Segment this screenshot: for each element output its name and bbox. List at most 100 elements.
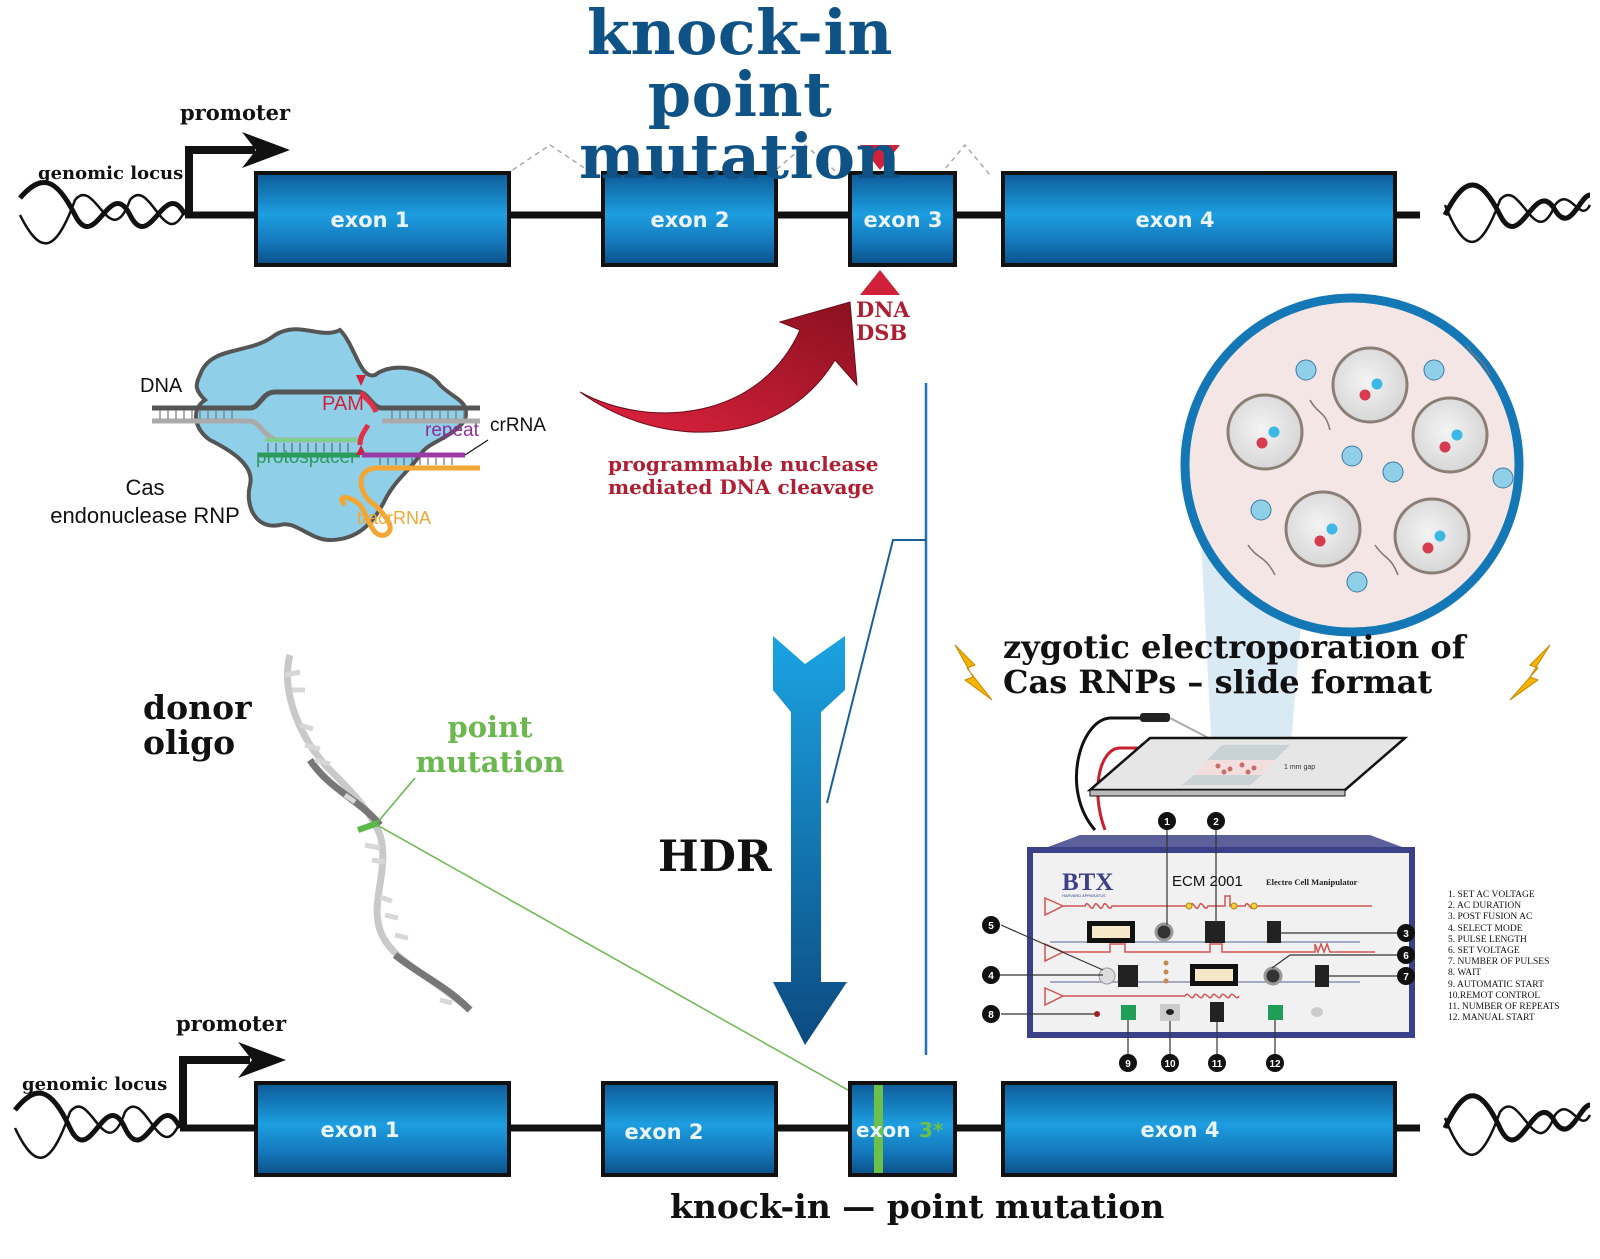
genomic-locus-label-bottom: genomic locus (22, 1074, 168, 1095)
svg-text:exon 2: exon 2 (624, 1120, 703, 1144)
electroporation-slide (1074, 713, 1409, 831)
legend-item: 9. AUTOMATIC START (1448, 979, 1544, 990)
dna-helix-right-icon (1442, 182, 1592, 244)
device-brand-sub: HARVARD APPARATUS (1062, 893, 1106, 898)
zygote-cell (1226, 393, 1304, 471)
gap-label: 1 mm gap (1284, 764, 1315, 771)
electroporation-title-line-1: zygotic electroporation of (1003, 628, 1466, 666)
legend-item: 12. MANUAL START (1448, 1013, 1535, 1024)
svg-text:exon 1: exon 1 (330, 208, 409, 232)
rnp-particles (1250, 359, 1514, 593)
ecm-2001-device: 1 2 3 4 5 6 7 8 9 10 11 12 BTX HARVARD A… (982, 764, 1415, 1072)
svg-text:exon 3: exon 3 (863, 208, 942, 232)
legend-item: 8. WAIT (1448, 968, 1482, 979)
title-line-2: point mutation (578, 58, 902, 193)
electroporation-title: zygotic electroporation of Cas RNPs – sl… (1003, 630, 1466, 700)
legend-item: 11. NUMBER OF REPEATS (1448, 1002, 1560, 1013)
exon-2: exon 2 (601, 171, 778, 267)
donor-label-line-2: oligo (143, 723, 236, 762)
dna-dsb-line-2: DSB (856, 320, 908, 345)
promoter-arrow-icon (185, 132, 290, 215)
hdr-label: HDR (658, 832, 772, 882)
donor-label-line-1: donor (143, 688, 252, 727)
callout-9: 9 (1125, 1059, 1131, 1070)
callout-5: 5 (988, 921, 994, 932)
promoter-label-bottom: promoter (176, 1011, 287, 1036)
dna-helix-right-icon (1442, 1093, 1592, 1156)
title-line-1: knock-in (587, 0, 893, 69)
zygote-cell (1331, 346, 1409, 424)
point-mutation-label: point mutation (410, 710, 570, 780)
point-mutation-band (874, 1085, 883, 1173)
protospacer-label: protospacer (256, 447, 357, 468)
repeat-label: repeat (425, 420, 479, 441)
exon-3-mutated: exon 3* (848, 1081, 957, 1177)
callout-10: 10 (1164, 1059, 1176, 1070)
promoter-arrow-icon (179, 1042, 286, 1128)
lightning-left-icon (954, 644, 993, 701)
exon-1-bottom: exon 1 (254, 1081, 511, 1177)
dna-dsb-line-1: DNA (856, 297, 910, 322)
donor-oligo-illustration (283, 654, 881, 1109)
cut-site-bottom-marker-icon (860, 270, 900, 295)
top-locus: exon 1 exon 2 exon 3 exon 4 (18, 132, 1592, 295)
callout-7: 7 (1403, 972, 1409, 983)
legend-item: 6. SET VOLTAGE (1448, 946, 1520, 957)
hdr-callout-line (826, 539, 926, 804)
cas-rnp-label-line-1: Cas (125, 475, 165, 500)
tracrrna-label: tracrRNA (357, 508, 432, 528)
cleavage-caption-line-2: mediated DNA cleavage (608, 475, 875, 499)
crrna-label: crRNA (490, 415, 546, 436)
callout-3: 3 (1403, 929, 1409, 940)
legend-item: 1. SET AC VOLTAGE (1448, 890, 1535, 900)
svg-text:exon 4: exon 4 (1140, 1118, 1219, 1142)
zygote-cell (1284, 490, 1362, 568)
callout-6: 6 (1403, 951, 1409, 962)
legend-item: 4. SELECT MODE (1448, 923, 1523, 934)
donor-oligo-label: donor oligo (143, 690, 251, 760)
cas-rnp-illustration (152, 327, 489, 543)
genomic-locus-label-top: genomic locus (38, 163, 184, 184)
bottom-locus: exon 1 exon 2 exon 3* exon 4 (13, 1042, 1592, 1177)
callout-1: 1 (1164, 817, 1170, 828)
dna-dsb-label: DNA DSB (856, 298, 910, 344)
legend-item: 10.REMOT CONTROL (1448, 990, 1541, 1001)
dna-helix-icon (18, 180, 188, 245)
zygote-cell (1411, 396, 1489, 474)
point-mutation-line-2: mutation (415, 745, 565, 779)
callout-2: 2 (1213, 817, 1219, 828)
rnp-dna-label: DNA (140, 375, 183, 397)
svg-text:exon 4: exon 4 (1135, 208, 1214, 232)
cut-site-top-marker-icon (860, 145, 900, 170)
dna-helix-icon (13, 1090, 183, 1159)
callout-11: 11 (1212, 1059, 1223, 1070)
point-mutation-marker (357, 820, 379, 833)
zygote-magnified-view (1180, 293, 1524, 755)
svg-text:exon: exon (856, 1118, 910, 1142)
cleavage-caption-line-1: programmable nuclease (608, 452, 879, 476)
cleavage-arrow-icon (579, 301, 858, 433)
point-mutation-line-1: point (447, 710, 533, 744)
splice-lines (504, 143, 991, 176)
device-model-desc: Electro Cell Manipulator (1266, 877, 1358, 887)
bottom-caption: knock-in — point mutation (670, 1187, 1165, 1226)
svg-text:exon 1: exon 1 (320, 1118, 399, 1142)
mutation-to-exon-line (376, 824, 881, 1109)
exon-3: exon 3 (848, 171, 957, 267)
cas-rnp-label: Cas endonuclease RNP (40, 474, 250, 530)
exon-4: exon 4 (1001, 171, 1397, 267)
promoter-label-top: promoter (180, 100, 291, 125)
callout-4: 4 (988, 971, 994, 982)
callout-12: 12 (1269, 1059, 1281, 1070)
legend-item: 3. POST FUSION AC (1448, 912, 1533, 923)
pam-label: PAM (322, 393, 364, 415)
exon-2-bottom: exon 2 (601, 1081, 778, 1177)
page-title: knock-in point mutation (480, 2, 1000, 188)
callout-8: 8 (988, 1010, 994, 1021)
device-legend: 1. SET AC VOLTAGE 2. AC DURATION 3. POST… (1448, 890, 1560, 1024)
electroporation-title-line-2: Cas RNPs – slide format (1003, 663, 1433, 701)
svg-text:exon 2: exon 2 (650, 208, 729, 232)
legend-item: 2. AC DURATION (1448, 901, 1522, 912)
device-model: ECM 2001 (1172, 873, 1243, 890)
